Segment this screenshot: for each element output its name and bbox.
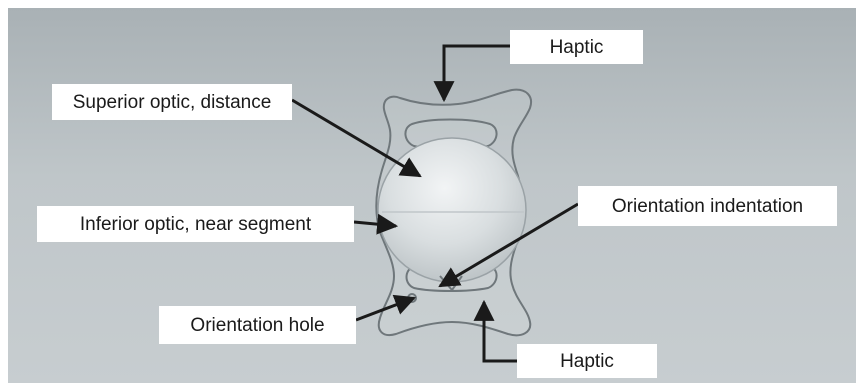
arrow-haptic-bottom bbox=[484, 302, 517, 361]
label-orientation-indentation: Orientation indentation bbox=[578, 186, 837, 226]
arrow-superior-optic bbox=[292, 100, 420, 176]
label-haptic-bottom: Haptic bbox=[517, 344, 657, 378]
label-superior-optic: Superior optic, distance bbox=[52, 84, 292, 120]
label-inferior-optic: Inferior optic, near segment bbox=[37, 206, 354, 242]
arrow-inferior-optic bbox=[354, 222, 396, 226]
arrow-haptic-top bbox=[444, 46, 510, 100]
label-haptic-top: Haptic bbox=[510, 30, 643, 64]
label-orientation-hole: Orientation hole bbox=[159, 306, 356, 344]
arrow-orientation-indentation bbox=[440, 204, 578, 286]
arrow-orientation-hole bbox=[356, 298, 414, 320]
